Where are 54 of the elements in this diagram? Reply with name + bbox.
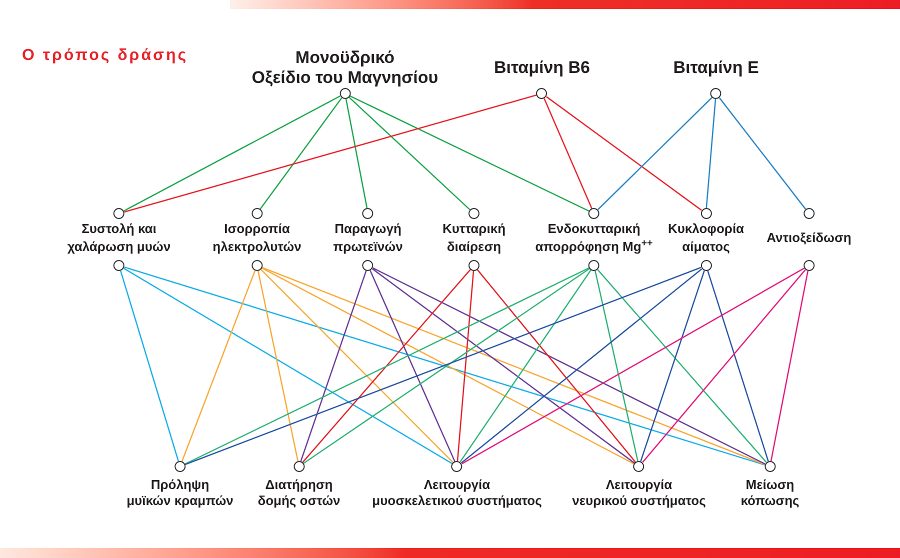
connector-line [718, 97, 806, 210]
node-label: Συστολή και χαλάρωση μυών [67, 220, 171, 256]
node-label: Μονοϋδρικό Οξείδιο του Μαγνησίου [252, 48, 438, 88]
connector-line [597, 269, 767, 463]
node-label: Διατήρηση δομής οστών [258, 477, 340, 509]
connector-line [181, 270, 256, 462]
connector-line [770, 270, 809, 462]
connector-line [477, 269, 636, 463]
node-label: Μείωση κόπωσης [740, 477, 800, 509]
node-label: Πρόληψη μυϊκών κραμπών [126, 477, 234, 509]
connector-line [260, 98, 342, 210]
connector-line [123, 268, 453, 464]
connector-line [706, 98, 716, 208]
node-label: Κυτταρική διαίρεση [442, 220, 506, 256]
connector-line [124, 266, 765, 466]
connector-line [642, 269, 806, 463]
connector-line [300, 270, 367, 462]
diagram-title: Ο τρόπος δράσης [22, 46, 188, 66]
node-label: Αντιοξείδωση [766, 229, 852, 247]
connector-line [461, 268, 805, 464]
node-label: Βιταμίνη Β6 [494, 58, 590, 78]
connector-line [257, 270, 299, 462]
connector-line [184, 266, 702, 466]
connector-line [370, 270, 456, 462]
connector-line [124, 96, 340, 212]
connector-line [640, 270, 705, 462]
connector-line [262, 266, 766, 466]
node-label: Κυκλοφορία αίματος [668, 220, 744, 256]
connector-line [456, 270, 474, 462]
connector-line [350, 95, 590, 212]
connector-line [544, 98, 592, 209]
connector-line [372, 267, 766, 465]
connector-line [594, 270, 638, 462]
connector-line [372, 268, 635, 464]
node-label: Βιταμίνη Ε [673, 58, 759, 78]
node-label: Ισορροπία ηλεκτρολυτών [212, 220, 302, 256]
connector-line [597, 96, 713, 210]
connector-line [303, 268, 590, 464]
connector-line [707, 270, 769, 462]
connector-line [302, 269, 471, 463]
connector-line [184, 267, 590, 465]
node-label: Παραγωγή πρωτεϊνών [333, 220, 403, 256]
connector-line [120, 270, 180, 462]
connector-line [460, 270, 592, 462]
connector-line [348, 96, 470, 210]
connector-line [460, 268, 702, 464]
connector-line [345, 98, 368, 208]
connector-line [262, 268, 634, 464]
node-label: Ενδοκυτταρική απορρόφηση Mg$^{++}$ [535, 220, 653, 256]
connector-line [546, 96, 702, 211]
node-label: Λειτουργία μυοσκελετικού συστήματος [372, 477, 542, 509]
connector-line [260, 268, 454, 464]
connector-line [124, 94, 537, 213]
node-label: Λειτουργία νευρικού συστήματος [572, 477, 706, 509]
